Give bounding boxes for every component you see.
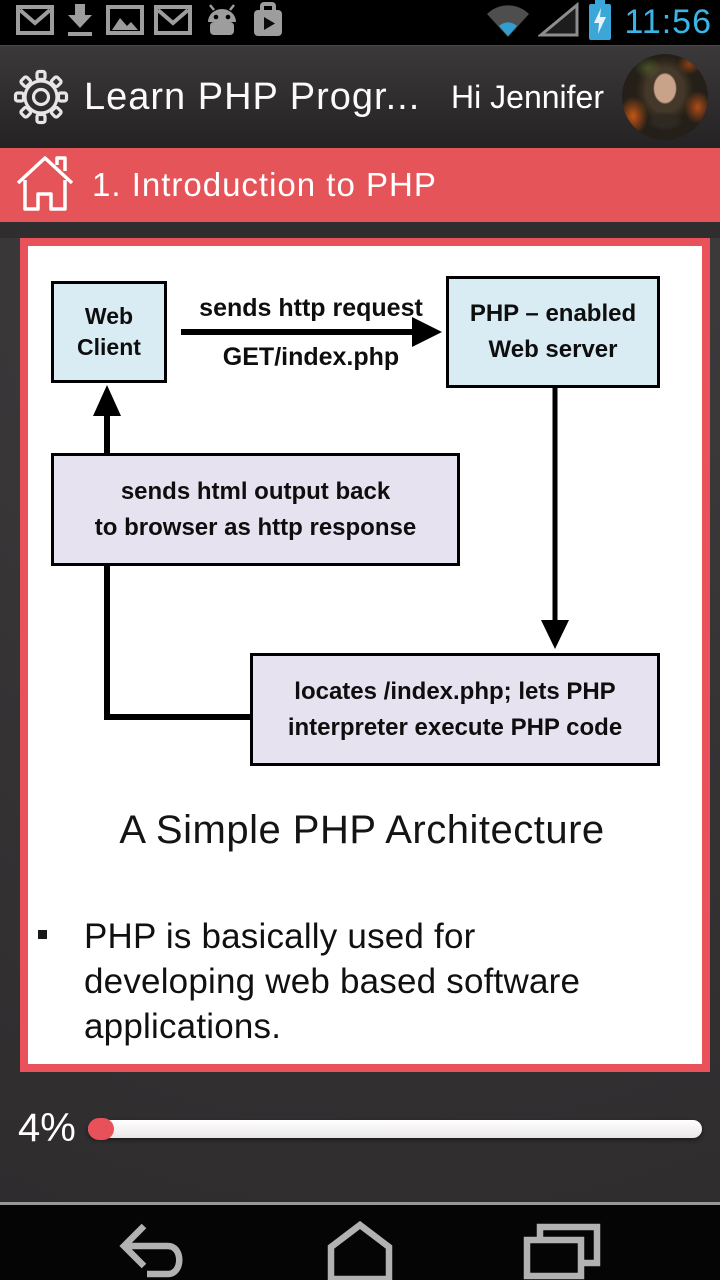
android-icon	[202, 4, 242, 41]
web-client-box: Web Client	[51, 281, 167, 383]
user-greeting: Hi Jennifer	[451, 78, 604, 115]
slide-card: Web Client PHP – enabled Web server send…	[20, 238, 710, 1072]
bullet-item: PHP is basically used for developing web…	[28, 914, 702, 1049]
wifi-icon	[485, 3, 531, 42]
settings-gear-icon[interactable]	[12, 68, 70, 126]
lesson-content: Web Client PHP – enabled Web server send…	[0, 238, 720, 1202]
section-title: 1. Introduction to PHP	[92, 166, 437, 203]
play-store-icon	[252, 2, 284, 43]
home-button[interactable]	[324, 1220, 396, 1280]
recents-button[interactable]	[520, 1220, 604, 1280]
app-title: Learn PHP Progr...	[84, 75, 421, 118]
home-icon[interactable]	[12, 152, 78, 219]
notification-icons	[16, 2, 284, 43]
status-bar: 11:56	[0, 0, 720, 45]
system-status-icons: 11:56	[485, 0, 712, 45]
locate-box: locates /index.php; lets PHP interpreter…	[250, 653, 660, 766]
request-path-label: GET/index.php	[222, 343, 400, 371]
progress-row: 4%	[0, 1106, 720, 1151]
user-avatar[interactable]	[622, 54, 708, 140]
diagram-caption: A Simple PHP Architecture	[119, 808, 605, 852]
download-icon	[64, 2, 96, 43]
app-toolbar: Learn PHP Progr... Hi Jennifer	[0, 45, 720, 148]
bullet-marker	[38, 930, 47, 939]
request-arrow-label: sends http request	[199, 294, 423, 322]
bullet-text: PHP is basically used for developing web…	[84, 917, 581, 1046]
progress-percent-label: 4%	[18, 1106, 76, 1150]
android-nav-bar	[0, 1202, 720, 1280]
progress-fill	[88, 1117, 114, 1140]
battery-charging-icon	[587, 0, 613, 45]
clock: 11:56	[624, 3, 712, 41]
gmail-icon	[16, 5, 54, 40]
section-header[interactable]: 1. Introduction to PHP	[0, 148, 720, 222]
php-architecture-diagram: Web Client PHP – enabled Web server send…	[28, 246, 702, 806]
back-button[interactable]	[116, 1220, 200, 1280]
gmail-icon	[154, 5, 192, 40]
signal-triangle-icon	[537, 1, 580, 43]
web-server-box: PHP – enabled Web server	[446, 276, 660, 388]
gallery-icon	[106, 5, 144, 40]
progress-bar[interactable]	[88, 1117, 702, 1140]
response-box: sends html output back to browser as htt…	[51, 453, 460, 566]
